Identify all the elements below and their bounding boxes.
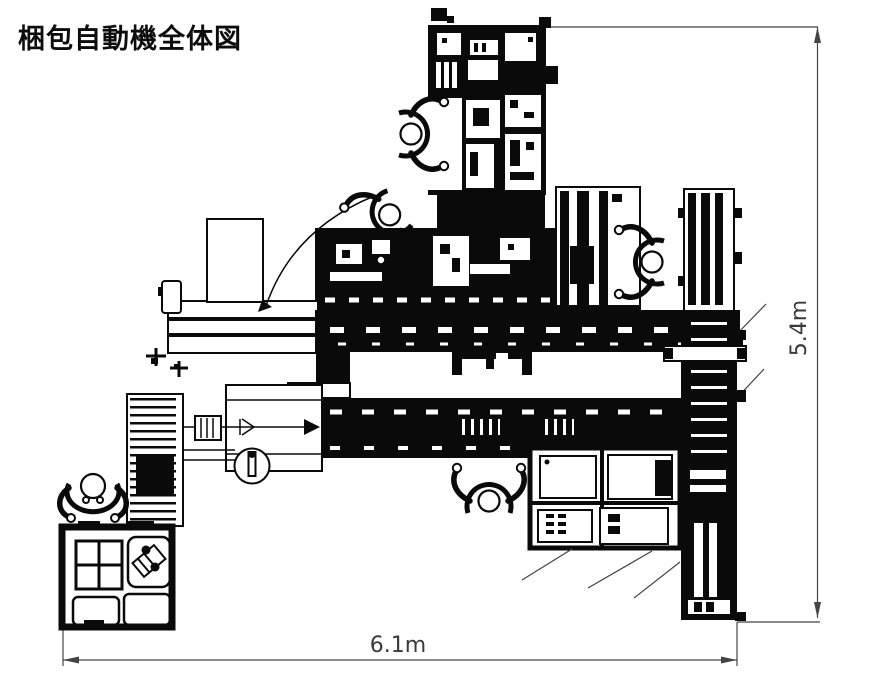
flow-arrow-icon xyxy=(304,419,320,435)
roller-ladder-conveyor xyxy=(126,393,235,527)
arrow-down-icon xyxy=(814,602,821,618)
turntable-circle xyxy=(233,447,271,485)
arrow-up-icon xyxy=(814,27,821,43)
height-dimension-label: 5.4m xyxy=(787,300,812,356)
arrow-left-icon xyxy=(63,656,79,664)
infeed-side-station xyxy=(146,218,264,377)
width-dimension-label: 6.1m xyxy=(370,633,426,658)
central-machine-block xyxy=(315,228,555,312)
cabinet-leader-lines xyxy=(521,548,681,599)
operator-figure-bottom xyxy=(451,462,527,514)
infeed-conveyor xyxy=(183,382,351,485)
top-wrapping-unit xyxy=(428,8,558,233)
operator-figure-center xyxy=(339,188,414,266)
operator-figure-top xyxy=(398,96,450,172)
rail-frame-left xyxy=(555,186,641,314)
upper-cross-conveyor xyxy=(167,300,740,402)
operator-figure-right xyxy=(613,224,665,300)
operator-figure-left xyxy=(57,472,129,523)
arrow-right-icon xyxy=(721,656,737,664)
rail-frame-right xyxy=(678,188,742,312)
dimension-annotations: 5.4m 6.1m xyxy=(62,26,821,666)
page-title: 梱包自動機全体図 xyxy=(18,24,242,55)
packing-station xyxy=(58,521,176,631)
control-cabinet xyxy=(521,445,683,599)
door-swing-arc xyxy=(258,195,375,312)
right-column-unit xyxy=(663,312,747,621)
